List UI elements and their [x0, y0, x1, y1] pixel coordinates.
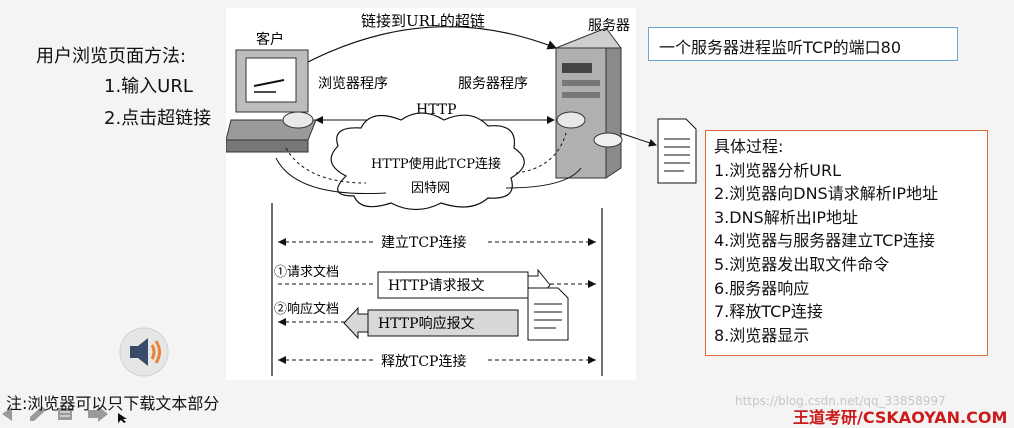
response-message: HTTP响应报文	[378, 315, 475, 332]
brand-text: 王道考研/CSKAOYAN.COM	[793, 408, 1008, 427]
response-arrow-icon	[343, 306, 369, 340]
browser-oval	[282, 111, 314, 129]
output-document-icon	[620, 118, 697, 184]
process-item: 4.浏览器与服务器建立TCP连接	[714, 231, 935, 251]
browser-label: 浏览器程序	[318, 76, 388, 92]
response-doc-label: ②响应文档	[274, 301, 339, 317]
wire-client	[275, 157, 387, 195]
callout-box: 一个服务器进程监听TCP的端口80	[648, 27, 958, 61]
server-icon	[555, 27, 622, 179]
tcp-link-client	[285, 147, 367, 184]
method-step-2: 2.点击超链接	[104, 108, 212, 129]
menu-icon[interactable]	[58, 408, 72, 420]
establish-label: 建立TCP连接	[381, 234, 466, 251]
hyperlink-arc	[275, 26, 558, 81]
next-arrow-icon[interactable]	[88, 406, 108, 422]
speaker-icon[interactable]	[118, 326, 170, 378]
document-icon	[527, 287, 569, 341]
prev-arrow-icon[interactable]	[2, 407, 12, 421]
internet-cloud	[330, 112, 525, 211]
cloud-text-1: HTTP使用此TCP连接	[371, 156, 501, 172]
hyperlink-label: 链接到URL的超链	[361, 12, 485, 30]
http-diagram: 链接到URL的超链 客户 浏览器程序 服务器 服务器程序	[225, 8, 636, 380]
server-label: 服务器	[588, 18, 630, 34]
server-disk-icon	[593, 132, 623, 148]
cursor-icon	[118, 413, 127, 423]
process-title: 具体过程:	[714, 137, 784, 156]
server-program-label: 服务器程序	[458, 76, 528, 92]
note-text: 注:浏览器可以只下载文本部分	[6, 394, 220, 413]
client-label: 客户	[256, 31, 284, 48]
process-item: 8.浏览器显示	[714, 325, 810, 345]
pen-icon[interactable]	[30, 406, 46, 421]
request-message: HTTP请求报文	[388, 278, 485, 294]
process-item: 3.DNS解析出IP地址	[714, 207, 859, 227]
http-diagram-svg: 链接到URL的超链 客户 浏览器程序 服务器 服务器程序	[225, 12, 630, 376]
server-program-oval	[556, 111, 586, 129]
wire-server	[505, 167, 582, 189]
watermark-text: https://blog.csdn.net/qq_33858997	[735, 394, 946, 408]
request-doc-label: ①请求文档	[274, 265, 339, 280]
slide-toolbar	[0, 404, 130, 423]
process-item: 5.浏览器发出取文件命令	[714, 254, 890, 274]
request-message-box	[377, 271, 529, 299]
method-step-1: 1.输入URL	[104, 76, 193, 97]
response-message-box	[367, 309, 519, 337]
process-box: 具体过程: 1.浏览器分析URL 2.浏览器向DNS请求解析IP地址 3.DNS…	[705, 130, 988, 356]
process-item: 7.释放TCP连接	[714, 302, 823, 322]
client-computer-icon	[225, 49, 317, 153]
tcp-link-server	[515, 132, 567, 174]
process-item: 6.服务器响应	[714, 278, 810, 298]
method-title: 用户浏览页面方法:	[36, 46, 187, 67]
process-item: 2.浏览器向DNS请求解析IP地址	[714, 184, 939, 204]
cloud-text-2: 因特网	[411, 181, 450, 196]
process-item: 1.浏览器分析URL	[714, 160, 842, 180]
release-label: 释放TCP连接	[381, 353, 466, 370]
